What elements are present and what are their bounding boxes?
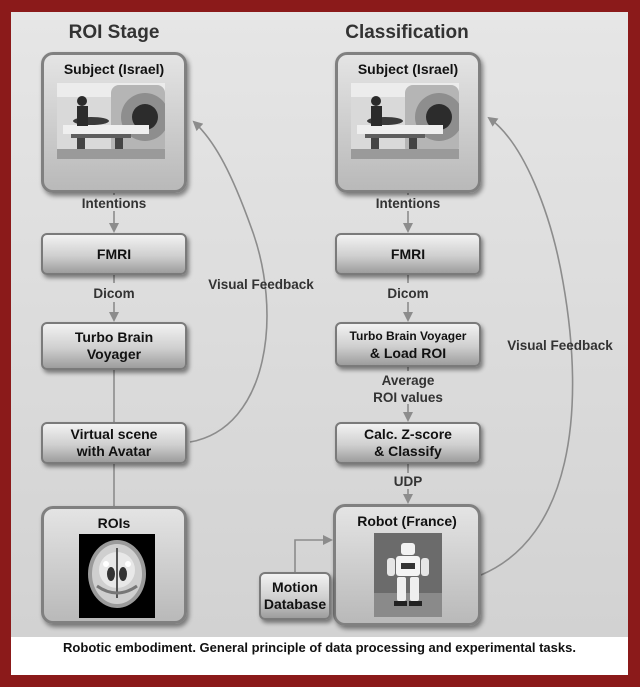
average-label-line1: Average [381, 373, 435, 388]
virtual-box-line2: with Avatar [76, 443, 152, 459]
subject-box-left-label: Subject (Israel) [63, 61, 165, 77]
dicom-label-right: Dicom [387, 286, 429, 301]
tbv-box-left-line1: Turbo Brain [74, 329, 154, 345]
tbv-box-left-line2: Voyager [86, 346, 142, 362]
fmri-box-left-label: FMRI [96, 245, 132, 262]
figure-frame: ROI Stage Subject (Israel) [11, 12, 628, 675]
rois-box-label: ROIs [97, 515, 131, 531]
robot-photo [374, 533, 442, 617]
fmri-box-right-label: FMRI [390, 245, 426, 262]
fmri-box-right: FMRI [335, 233, 481, 275]
arrow-visual-feedback-left [189, 120, 268, 443]
arrow-visual-feedback-right [480, 116, 574, 576]
intentions-label-right: Intentions [375, 196, 441, 211]
tbv-box-right-line1: Turbo Brain Voyager [349, 328, 467, 343]
arrow-motion-to-robot [294, 535, 333, 572]
classification-heading: Classification [345, 22, 469, 43]
mri-scanner-photo-right [351, 83, 459, 159]
motion-database-box: Motion Database [259, 572, 331, 620]
subject-box-right-label: Subject (Israel) [357, 61, 459, 77]
connector-layer [109, 116, 574, 576]
visual-feedback-label-right: Visual Feedback [507, 338, 613, 353]
zscore-classify-box: Calc. Z-score & Classify [335, 422, 481, 464]
robot-box-label: Robot (France) [357, 513, 457, 529]
figure-caption: Robotic embodiment. General principle of… [63, 640, 576, 655]
virtual-scene-box: Virtual scene with Avatar [41, 422, 187, 464]
classify-box-line1: Calc. Z-score [364, 426, 452, 442]
average-label-line2: ROI values [373, 390, 443, 405]
classify-box-line2: & Classify [374, 443, 442, 459]
mri-scanner-photo-left [57, 83, 165, 159]
average-roi-label: Average ROI values [328, 372, 488, 406]
dicom-label-left: Dicom [93, 286, 135, 301]
robot-box: Robot (France) [333, 504, 481, 626]
virtual-box-line1: Virtual scene [70, 426, 158, 442]
rois-box: ROIs [41, 506, 187, 624]
tbv-box-right-line2: & Load ROI [369, 344, 447, 361]
intentions-label-left: Intentions [81, 196, 147, 211]
udp-label: UDP [393, 474, 423, 489]
motion-box-line2: Database [263, 596, 327, 612]
tbv-load-roi-box: Turbo Brain Voyager & Load ROI [335, 322, 481, 367]
fmri-box-left: FMRI [41, 233, 187, 275]
tbv-box-left: Turbo Brain Voyager [41, 322, 187, 370]
subject-box-left: Subject (Israel) [41, 52, 187, 193]
diagram-panel: ROI Stage Subject (Israel) [11, 12, 628, 637]
brain-scan-image [79, 534, 155, 618]
roi-stage-heading: ROI Stage [68, 22, 160, 43]
visual-feedback-label-left: Visual Feedback [208, 277, 314, 292]
subject-box-right: Subject (Israel) [335, 52, 481, 193]
motion-box-line1: Motion [272, 579, 318, 595]
